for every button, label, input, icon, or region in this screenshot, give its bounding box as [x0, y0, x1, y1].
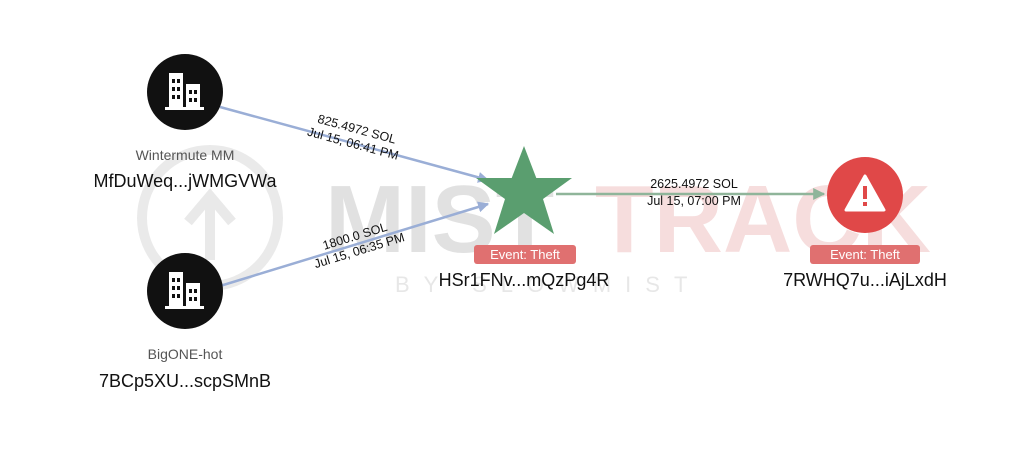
edge-victim-to-attacker[interactable]: 2625.4972 SOL Jul 15, 07:00 PM — [556, 177, 826, 208]
watermark-arrow-icon — [184, 188, 236, 260]
event-badge-text: Event: Theft — [830, 247, 900, 262]
edge-time: Jul 15, 07:00 PM — [647, 194, 741, 208]
edge-amount: 2625.4972 SOL — [650, 177, 738, 191]
node-attacker[interactable]: Event: Theft 7RWHQ7u...iAjLxdH — [783, 157, 947, 290]
star-icon[interactable] — [476, 146, 572, 234]
node-address[interactable]: 7BCp5XU...scpSMnB — [99, 371, 271, 391]
event-badge — [474, 245, 576, 264]
node-address[interactable]: 7RWHQ7u...iAjLxdH — [783, 270, 947, 290]
warning-icon — [844, 174, 886, 212]
node-address[interactable]: MfDuWeq...jWMGVWa — [93, 171, 277, 191]
edge-line[interactable] — [219, 105, 490, 183]
node-address[interactable]: HSr1FNv...mQzPg4R — [439, 270, 610, 290]
edge-line[interactable] — [219, 201, 490, 288]
node-label: Wintermute MM — [136, 147, 235, 163]
node-circle[interactable] — [147, 253, 223, 329]
node-wintermute[interactable]: Wintermute MM MfDuWeq...jWMGVWa — [93, 54, 277, 191]
node-circle[interactable] — [147, 54, 223, 130]
watermark-tagline: BY SLOWMIST — [395, 272, 701, 297]
node-bigone[interactable]: BigONE-hot 7BCp5XU...scpSMnB — [99, 253, 271, 391]
node-label: BigONE-hot — [148, 346, 223, 362]
event-badge-text: Event: Theft — [490, 247, 560, 262]
node-victim[interactable]: Event: Theft HSr1FNv...mQzPg4R — [439, 146, 610, 290]
event-badge — [810, 245, 920, 264]
